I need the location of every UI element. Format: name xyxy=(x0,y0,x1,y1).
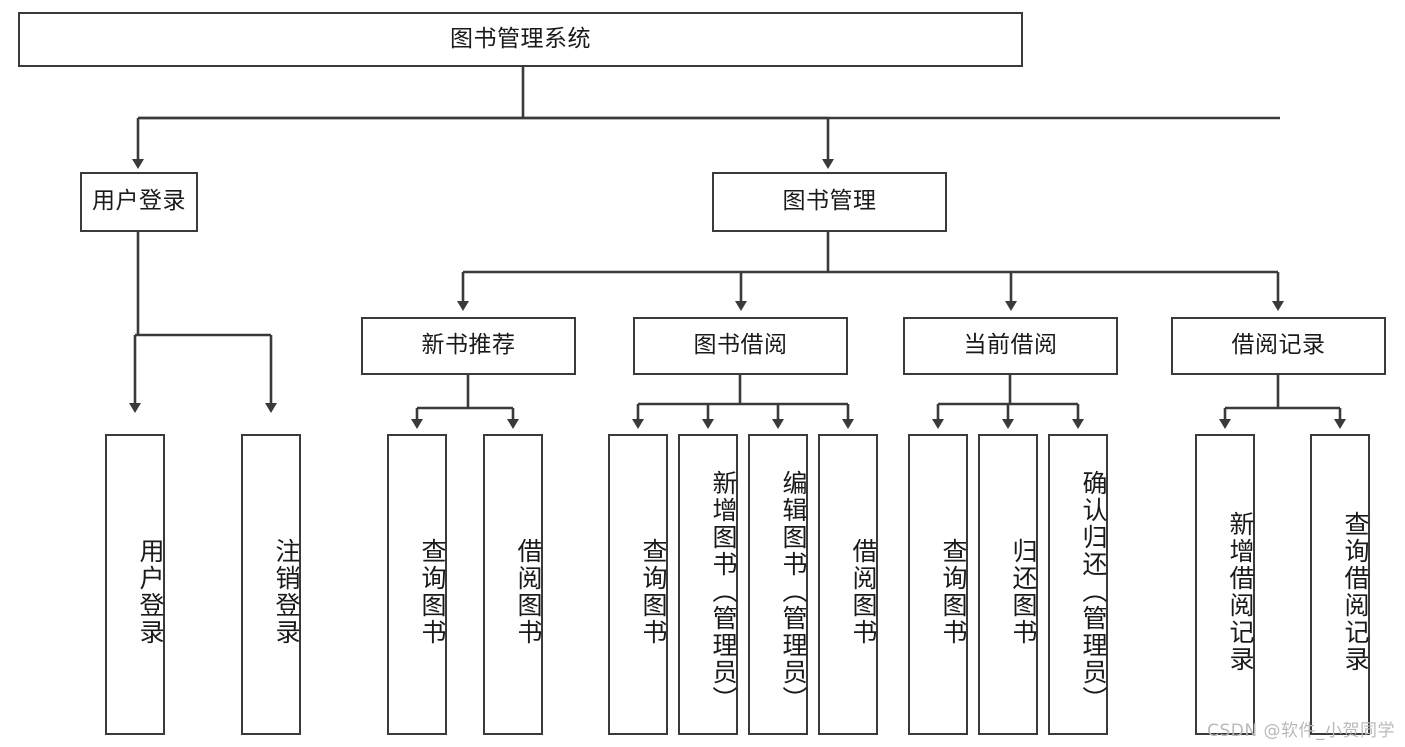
node-leaf-query-book-2-label: 查询图书 xyxy=(639,537,668,646)
node-leaf-user-logout[interactable]: 注销登录 xyxy=(241,434,301,735)
node-leaf-add-record-label: 新增借阅记录 xyxy=(1226,510,1255,673)
node-leaf-return-book-label: 归还图书 xyxy=(1009,537,1038,646)
node-borrow-record[interactable]: 借阅记录 xyxy=(1171,317,1386,375)
node-leaf-user-login[interactable]: 用户登录 xyxy=(105,434,165,735)
node-borrow-record-label: 借阅记录 xyxy=(1231,332,1326,359)
node-new-book-recommend[interactable]: 新书推荐 xyxy=(361,317,576,375)
node-leaf-confirm-return[interactable]: 确认归还（管理员） xyxy=(1048,434,1108,735)
node-book-manage-label: 图书管理 xyxy=(782,188,877,215)
node-leaf-query-record-label: 查询借阅记录 xyxy=(1341,510,1370,673)
node-book-borrow-label: 图书借阅 xyxy=(693,332,788,359)
node-leaf-return-book[interactable]: 归还图书 xyxy=(978,434,1038,735)
node-book-manage[interactable]: 图书管理 xyxy=(712,172,947,232)
node-leaf-add-book-label: 新增图书（管理员） xyxy=(709,470,738,713)
node-leaf-edit-book[interactable]: 编辑图书（管理员） xyxy=(748,434,808,735)
node-leaf-query-book-2[interactable]: 查询图书 xyxy=(608,434,668,735)
watermark: CSDN @软件_小贺同学 xyxy=(1207,721,1395,741)
node-leaf-query-book-1-label: 查询图书 xyxy=(418,537,447,646)
node-leaf-query-book-1[interactable]: 查询图书 xyxy=(387,434,447,735)
node-leaf-confirm-return-label: 确认归还（管理员） xyxy=(1079,470,1108,713)
node-leaf-add-record[interactable]: 新增借阅记录 xyxy=(1195,434,1255,735)
node-leaf-user-login-label: 用户登录 xyxy=(136,537,165,646)
node-leaf-add-book[interactable]: 新增图书（管理员） xyxy=(678,434,738,735)
node-leaf-borrow-book-1[interactable]: 借阅图书 xyxy=(483,434,543,735)
node-leaf-edit-book-label: 编辑图书（管理员） xyxy=(779,470,808,713)
node-leaf-query-record[interactable]: 查询借阅记录 xyxy=(1310,434,1370,735)
node-leaf-borrow-book-1-label: 借阅图书 xyxy=(514,537,543,646)
node-user-login[interactable]: 用户登录 xyxy=(80,172,198,232)
node-leaf-user-logout-label: 注销登录 xyxy=(272,537,301,646)
node-current-borrow-label: 当前借阅 xyxy=(963,332,1058,359)
node-new-book-recommend-label: 新书推荐 xyxy=(421,332,516,359)
node-user-login-label: 用户登录 xyxy=(92,188,186,215)
node-current-borrow[interactable]: 当前借阅 xyxy=(903,317,1118,375)
node-root-label: 图书管理系统 xyxy=(450,25,591,52)
node-leaf-borrow-book-2-label: 借阅图书 xyxy=(849,537,878,646)
node-leaf-query-book-3[interactable]: 查询图书 xyxy=(908,434,968,735)
node-leaf-query-book-3-label: 查询图书 xyxy=(939,537,968,646)
node-book-borrow[interactable]: 图书借阅 xyxy=(633,317,848,375)
node-root[interactable]: 图书管理系统 xyxy=(18,12,1023,67)
node-leaf-borrow-book-2[interactable]: 借阅图书 xyxy=(818,434,878,735)
